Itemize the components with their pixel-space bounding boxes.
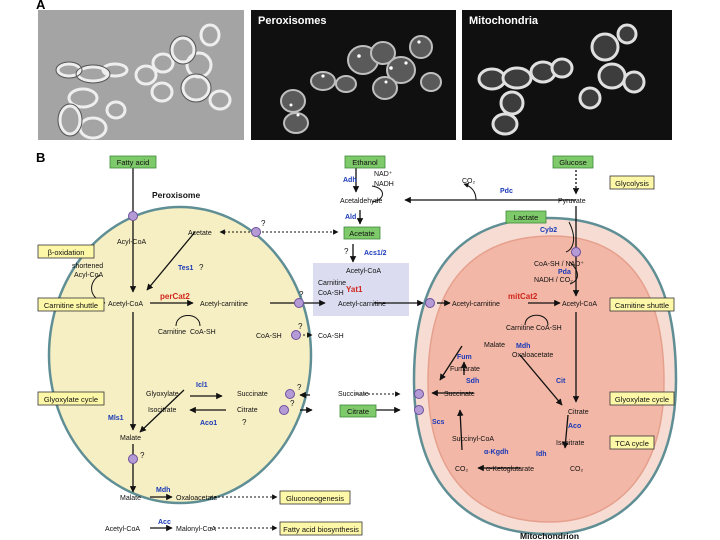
isocitrate-perox: Isocitrate xyxy=(148,407,177,414)
coash-perox: CoA-SH xyxy=(190,329,216,336)
acetyl-coa-perox: Acetyl-CoA xyxy=(108,301,143,308)
enzyme-mdh-cytosol: Mdh xyxy=(156,487,170,494)
carnitine-shuttle-right-label: Carnitine shuttle xyxy=(615,301,669,310)
enzyme-scs: Scs xyxy=(432,419,445,426)
citrate-perox: Citrate xyxy=(237,407,258,414)
shortened-acyl-coa-2: Acyl-CoA xyxy=(74,272,104,279)
succinate-mito: Succinate xyxy=(444,391,475,398)
citrate-mito: Citrate xyxy=(568,409,589,416)
acetyl-coa-cytosol: Acetyl-CoA xyxy=(105,526,140,533)
succinate-cytosol: Succinate xyxy=(338,391,369,398)
glucose-box: Glucose xyxy=(559,158,587,167)
enzyme-acc: Acc xyxy=(158,519,171,526)
question-mark-6: ? xyxy=(290,399,295,408)
coash-cytosol: CoA-SH xyxy=(318,333,344,340)
question-mark-3: ? xyxy=(299,290,304,299)
lactate-box: Lactate xyxy=(514,213,539,222)
nadh-co2-mito: NADH / CO₂ xyxy=(534,277,573,284)
coash-nad-mito: CoA-SH / NAD⁺ xyxy=(534,261,584,268)
enzyme-akgdh: α-Kgdh xyxy=(484,449,509,456)
oxaloacetate-cytosol: Oxaloacetate xyxy=(176,495,217,502)
fatty-acid-box: Fatty acid xyxy=(117,158,150,167)
acetyl-carnitine-cytosol: Acetyl-carnitine xyxy=(338,301,386,308)
enzyme-aco-mito: Aco xyxy=(568,423,581,430)
malate-mito: Malate xyxy=(484,342,505,349)
acetyl-coa-mito: Acetyl-CoA xyxy=(562,301,597,308)
fumarate: Fumarate xyxy=(450,366,480,373)
enzyme-mitcat2: mitCat2 xyxy=(508,292,538,301)
glyoxylate: Glyoxylate xyxy=(146,391,179,398)
glyoxylate-cycle-right-label: Glyoxylate cycle xyxy=(615,395,669,404)
carnitine-mito: Carnitine xyxy=(506,325,534,332)
glyoxylate-cycle-left-label: Glyoxylate cycle xyxy=(44,395,98,404)
co2-curve xyxy=(464,184,476,200)
acetate-perox: Acetate xyxy=(188,230,212,237)
acetate-box: Acetate xyxy=(349,229,374,238)
question-mark-8: ? xyxy=(140,451,145,460)
pyruvate: Pyruvate xyxy=(558,198,586,205)
co2-mito-1: CO₂ xyxy=(455,466,469,473)
acetyl-carnitine-perox: Acetyl-carnitine xyxy=(200,301,248,308)
enzyme-acs: Acs1/2 xyxy=(364,250,387,257)
nadh: NADH xyxy=(374,181,394,188)
carnitine-yat1: Carnitine xyxy=(318,280,346,287)
coash-perox-2: CoA-SH xyxy=(256,333,282,340)
enzyme-percat2: perCat2 xyxy=(160,292,190,301)
coash-yat1: CoA-SH xyxy=(318,290,344,297)
carnitine-perox: Carnitine xyxy=(158,329,186,336)
carnitine-shuttle-left-label: Carnitine shuttle xyxy=(44,301,98,310)
enzyme-mls1: Mls1 xyxy=(108,415,124,422)
glycolysis-label: Glycolysis xyxy=(615,179,649,188)
question-mark-7: ? xyxy=(242,418,247,427)
enzyme-pdc: Pdc xyxy=(500,188,513,195)
isocitrate-mito: Isocitrate xyxy=(556,440,585,447)
ethanol-box: Ethanol xyxy=(352,158,378,167)
question-mark-1: ? xyxy=(261,219,266,228)
nad-plus: NAD⁺ xyxy=(374,171,393,178)
question-mark-5: ? xyxy=(297,383,302,392)
oxaloacetate-mito: Oxaloacetate xyxy=(512,352,553,359)
alpha-ketoglutarate: α-Ketoglutarate xyxy=(486,466,534,473)
enzyme-mdh-mito: Mdh xyxy=(516,343,530,350)
beta-oxidation-label: β-oxidation xyxy=(48,248,85,257)
enzyme-aco1: Aco1 xyxy=(200,420,217,427)
enzyme-tes1: Tes1 xyxy=(178,265,194,272)
fatty-acid-biosynthesis-label: Fatty acid biosynthesis xyxy=(283,525,359,534)
coash-mito: CoA-SH xyxy=(536,325,562,332)
succinyl-coa: Succinyl-CoA xyxy=(452,436,494,443)
enzyme-cit: Cit xyxy=(556,378,566,385)
acetaldehyde: Acetaldehyde xyxy=(340,198,383,205)
malate-cytosol: Malate xyxy=(120,495,141,502)
gluconeogenesis-label: Gluconeogenesis xyxy=(286,494,344,503)
enzyme-pda: Pda xyxy=(558,269,571,276)
enzyme-icl1: Icl1 xyxy=(196,382,208,389)
question-mark-9: ? xyxy=(344,247,349,256)
enzyme-fum: Fum xyxy=(457,354,472,361)
question-mark-2: ? xyxy=(199,263,204,272)
enzyme-idh: Idh xyxy=(536,451,547,458)
acetyl-coa-yat1: Acetyl-CoA xyxy=(346,268,381,275)
enzyme-cyb2: Cyb2 xyxy=(540,227,557,234)
enzyme-sdh: Sdh xyxy=(466,378,479,385)
malate-perox: Malate xyxy=(120,435,141,442)
co2-top: CO₂ xyxy=(462,178,476,185)
shortened-acyl-coa: shortened xyxy=(72,263,103,270)
tca-cycle-label: TCA cycle xyxy=(615,439,649,448)
peroxisome-title: Peroxisome xyxy=(152,190,200,200)
co2-mito-2: CO₂ xyxy=(570,466,584,473)
acetyl-carnitine-mito: Acetyl-carnitine xyxy=(452,301,500,308)
enzyme-adh: Adh xyxy=(343,177,357,184)
acyl-coa: Acyl-CoA xyxy=(117,239,147,246)
malonyl-coa: Malonyl-CoA xyxy=(176,526,216,533)
citrate-box: Citrate xyxy=(347,407,369,416)
succinate-perox: Succinate xyxy=(237,391,268,398)
mitochondrion-title: Mitochondrion xyxy=(520,531,579,540)
question-mark-4: ? xyxy=(298,322,303,331)
enzyme-ald: Ald xyxy=(345,214,356,221)
enzyme-yat1: Yat1 xyxy=(346,285,363,294)
